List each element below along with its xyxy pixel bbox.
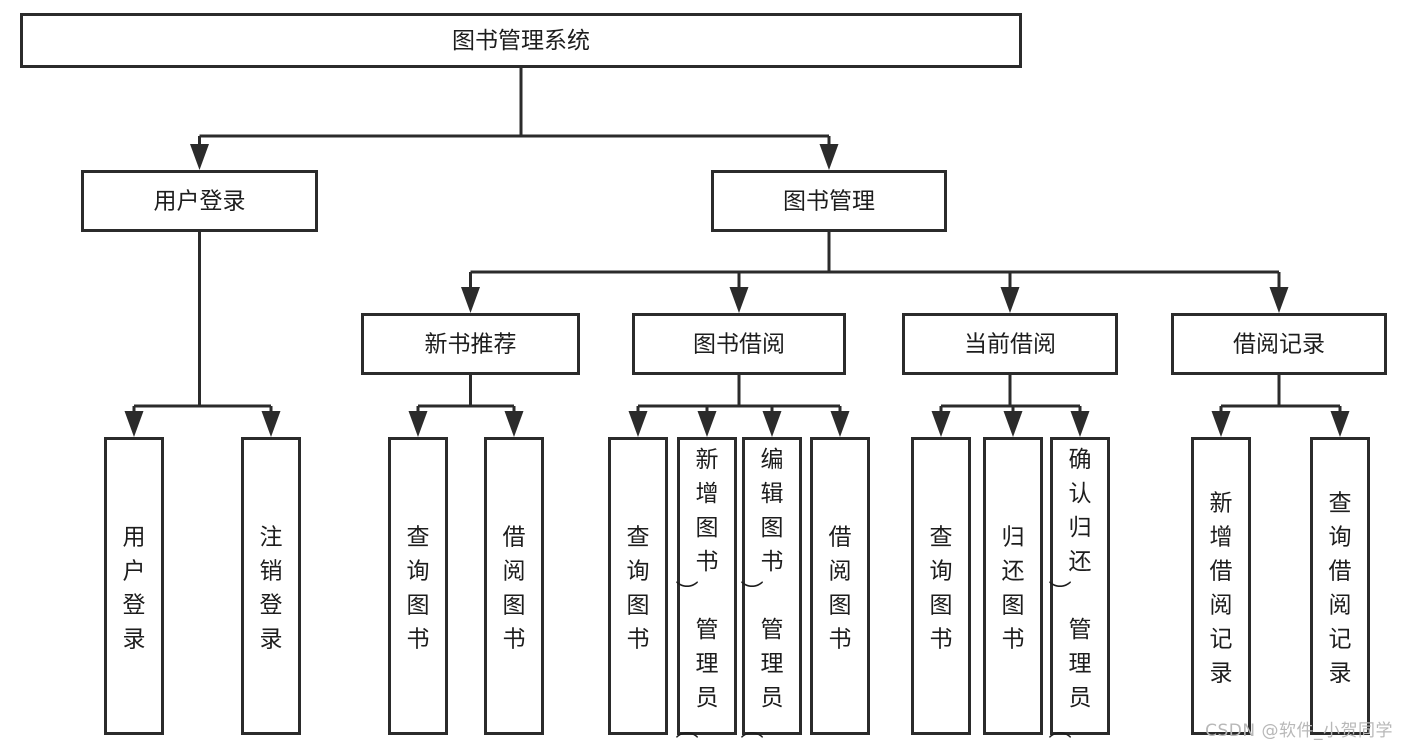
- node-box[interactable]: [711, 170, 947, 232]
- node-label: 注销登录: [260, 525, 283, 653]
- connector-group-book-borrow: [628, 375, 850, 437]
- node-leaf-logout[interactable]: 注销登录: [241, 437, 301, 735]
- node-label: 确认归还（管理员）: [1049, 447, 1092, 739]
- node-box[interactable]: [742, 437, 802, 735]
- connector-group-book-manage: [461, 232, 1289, 313]
- node-leaf-query-book-2[interactable]: 查询图书: [608, 437, 668, 735]
- node-label: 新增借阅记录: [1210, 491, 1233, 687]
- node-box[interactable]: [810, 437, 870, 735]
- connector-group-borrow-record: [1211, 375, 1350, 437]
- node-label: 查询图书: [627, 525, 650, 653]
- node-box[interactable]: [20, 13, 1022, 68]
- node-label: 借阅图书: [829, 525, 852, 653]
- node-leaf-return-book[interactable]: 归还图书: [983, 437, 1043, 735]
- connector-group-current-borrow: [931, 375, 1090, 437]
- node-label: 图书管理系统: [452, 28, 590, 54]
- node-box[interactable]: [81, 170, 318, 232]
- node-box[interactable]: [983, 437, 1043, 735]
- node-box[interactable]: [911, 437, 971, 735]
- node-label: 归还图书: [1002, 525, 1025, 653]
- node-user-login[interactable]: 用户登录: [81, 170, 318, 232]
- node-layer: 图书管理系统用户登录图书管理新书推荐图书借阅当前借阅借阅记录用户登录注销登录查询…: [20, 13, 1387, 740]
- arrow-head-icon: [504, 411, 524, 437]
- node-label: 图书管理: [783, 189, 875, 215]
- node-box[interactable]: [608, 437, 668, 735]
- node-label: 图书借阅: [693, 332, 785, 358]
- node-box[interactable]: [1191, 437, 1251, 735]
- node-leaf-query-book-1[interactable]: 查询图书: [388, 437, 448, 735]
- node-label: 新增图书（管理员）: [676, 447, 719, 739]
- node-label: 借阅图书: [503, 525, 526, 653]
- node-leaf-confirm-return[interactable]: 确认归还（管理员）: [1049, 437, 1110, 740]
- node-leaf-query-book-3[interactable]: 查询图书: [911, 437, 971, 735]
- node-box[interactable]: [1050, 437, 1110, 735]
- arrow-head-icon: [628, 411, 648, 437]
- node-leaf-add-record[interactable]: 新增借阅记录: [1191, 437, 1251, 735]
- node-box[interactable]: [241, 437, 301, 735]
- node-label: 查询借阅记录: [1329, 491, 1352, 687]
- arrow-head-icon: [931, 411, 951, 437]
- node-label: 新书推荐: [425, 332, 517, 358]
- node-borrow-record[interactable]: 借阅记录: [1171, 313, 1387, 375]
- node-label: 编辑图书（管理员）: [741, 447, 784, 739]
- node-label: 用户登录: [123, 525, 146, 653]
- node-current-borrow[interactable]: 当前借阅: [902, 313, 1118, 375]
- arrow-head-icon: [461, 287, 480, 313]
- arrow-head-icon: [1269, 287, 1289, 313]
- arrow-head-icon: [819, 144, 839, 170]
- node-label: 当前借阅: [964, 332, 1056, 358]
- node-box[interactable]: [1310, 437, 1370, 735]
- node-box[interactable]: [1171, 313, 1387, 375]
- arrow-head-icon: [124, 411, 144, 437]
- node-book-manage[interactable]: 图书管理: [711, 170, 947, 232]
- node-leaf-borrow-book-2[interactable]: 借阅图书: [810, 437, 870, 735]
- node-leaf-edit-book[interactable]: 编辑图书（管理员）: [741, 437, 802, 740]
- node-new-book-recommend[interactable]: 新书推荐: [361, 313, 580, 375]
- node-label: 用户登录: [154, 189, 246, 215]
- node-box[interactable]: [484, 437, 544, 735]
- arrow-head-icon: [1000, 287, 1020, 313]
- node-label: 查询图书: [407, 525, 430, 653]
- arrow-head-icon: [261, 411, 281, 437]
- node-leaf-user-login[interactable]: 用户登录: [104, 437, 164, 735]
- arrow-head-icon: [729, 287, 749, 313]
- node-box[interactable]: [104, 437, 164, 735]
- connector-group-new-book-recommend: [408, 375, 524, 437]
- arrow-head-icon: [190, 144, 209, 170]
- connector-group-root: [190, 68, 839, 170]
- arrow-head-icon: [762, 411, 782, 437]
- node-box[interactable]: [388, 437, 448, 735]
- node-root[interactable]: 图书管理系统: [20, 13, 1022, 68]
- arrow-head-icon: [1330, 411, 1350, 437]
- arrow-head-icon: [408, 411, 428, 437]
- node-box[interactable]: [632, 313, 846, 375]
- node-label: 查询图书: [930, 525, 953, 653]
- connector-group-user-login: [124, 232, 281, 437]
- arrow-head-icon: [1070, 411, 1090, 437]
- node-box[interactable]: [677, 437, 737, 735]
- node-leaf-borrow-book-1[interactable]: 借阅图书: [484, 437, 544, 735]
- arrow-head-icon: [697, 411, 717, 437]
- node-label: 借阅记录: [1233, 332, 1325, 358]
- node-leaf-query-record[interactable]: 查询借阅记录: [1310, 437, 1370, 735]
- node-box[interactable]: [902, 313, 1118, 375]
- arrow-head-icon: [1003, 411, 1023, 437]
- node-box[interactable]: [361, 313, 580, 375]
- node-book-borrow[interactable]: 图书借阅: [632, 313, 846, 375]
- connector-layer: [124, 68, 1350, 437]
- arrow-head-icon: [830, 411, 850, 437]
- watermark-text: CSDN @软件_小贺同学: [1205, 721, 1393, 741]
- node-leaf-add-book[interactable]: 新增图书（管理员）: [676, 437, 737, 740]
- arrow-head-icon: [1211, 411, 1231, 437]
